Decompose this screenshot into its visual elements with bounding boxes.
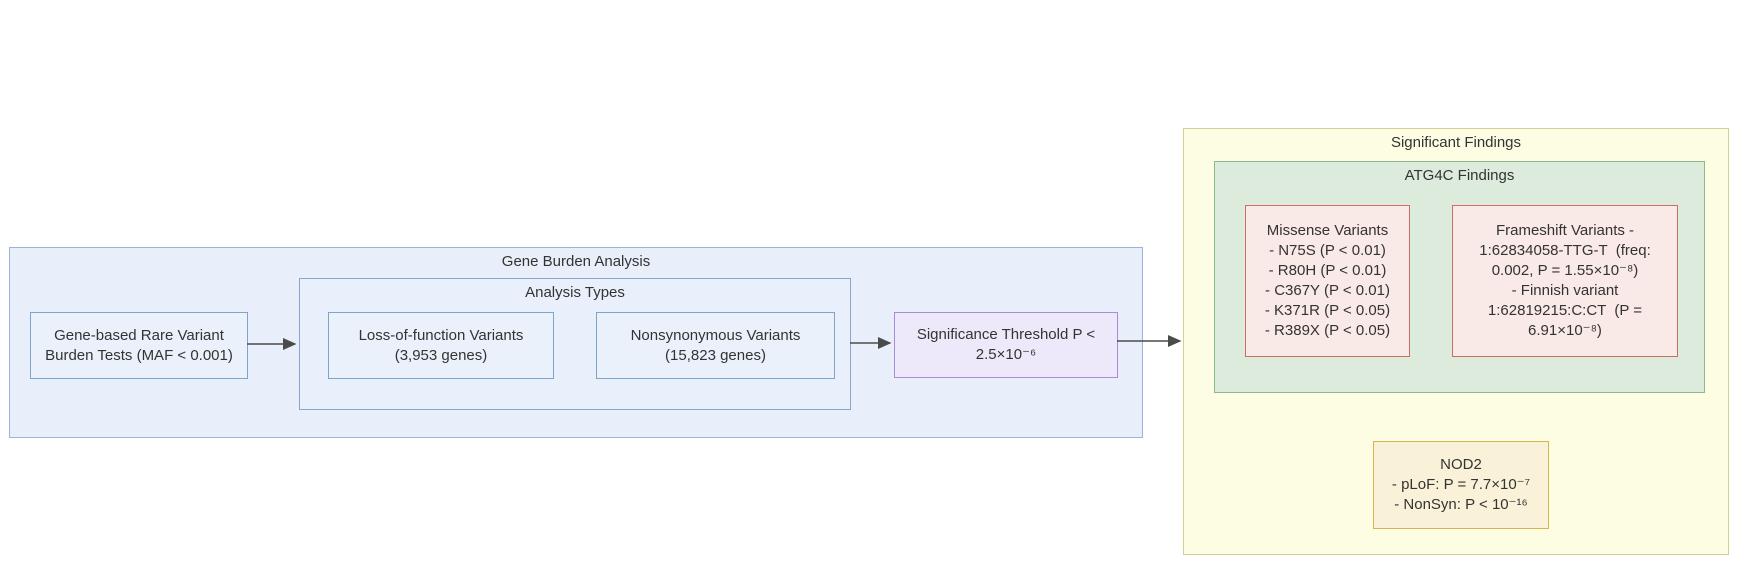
node-significance-threshold-label: Significance Threshold P < 2.5×10⁻⁶ xyxy=(916,326,1096,363)
group-analysis-types: Analysis Types Loss-of-function Variants… xyxy=(299,278,851,410)
node-nod2: NOD2 - pLoF: P = 7.7×10⁻⁷ - NonSyn: P < … xyxy=(1373,441,1549,529)
group-significant-findings-title: Significant Findings xyxy=(1390,134,1522,151)
node-burden-tests-label: Gene-based Rare Variant Burden Tests (MA… xyxy=(45,326,233,364)
node-frameshift-variants: Frameshift Variants - 1:62834058-TTG-T (… xyxy=(1452,205,1678,357)
node-significance-threshold: Significance Threshold P < 2.5×10⁻⁶ xyxy=(894,312,1118,378)
group-atg4c-findings-title: ATG4C Findings xyxy=(1404,167,1515,184)
node-nonsynonymous-label: Nonsynonymous Variants (15,823 genes) xyxy=(630,326,801,364)
group-analysis-types-title: Analysis Types xyxy=(525,284,625,301)
group-gene-burden-analysis-title: Gene Burden Analysis xyxy=(501,253,651,270)
group-gene-burden-analysis: Gene Burden Analysis Gene-based Rare Var… xyxy=(9,247,1143,438)
node-loss-of-function-label: Loss-of-function Variants (3,953 genes) xyxy=(358,326,524,364)
node-nod2-label: NOD2 - pLoF: P = 7.7×10⁻⁷ - NonSyn: P < … xyxy=(1391,456,1531,513)
group-atg4c-findings: ATG4C Findings Missense Variants - N75S … xyxy=(1214,161,1705,393)
group-significant-findings: Significant Findings ATG4C Findings Miss… xyxy=(1183,128,1729,555)
node-burden-tests: Gene-based Rare Variant Burden Tests (MA… xyxy=(30,312,248,379)
node-missense-variants: Missense Variants - N75S (P < 0.01) - R8… xyxy=(1245,205,1410,357)
node-nonsynonymous: Nonsynonymous Variants (15,823 genes) xyxy=(596,312,835,379)
node-missense-variants-label: Missense Variants - N75S (P < 0.01) - R8… xyxy=(1264,222,1391,339)
node-frameshift-variants-label: Frameshift Variants - 1:62834058-TTG-T (… xyxy=(1479,222,1651,339)
node-loss-of-function: Loss-of-function Variants (3,953 genes) xyxy=(328,312,554,379)
